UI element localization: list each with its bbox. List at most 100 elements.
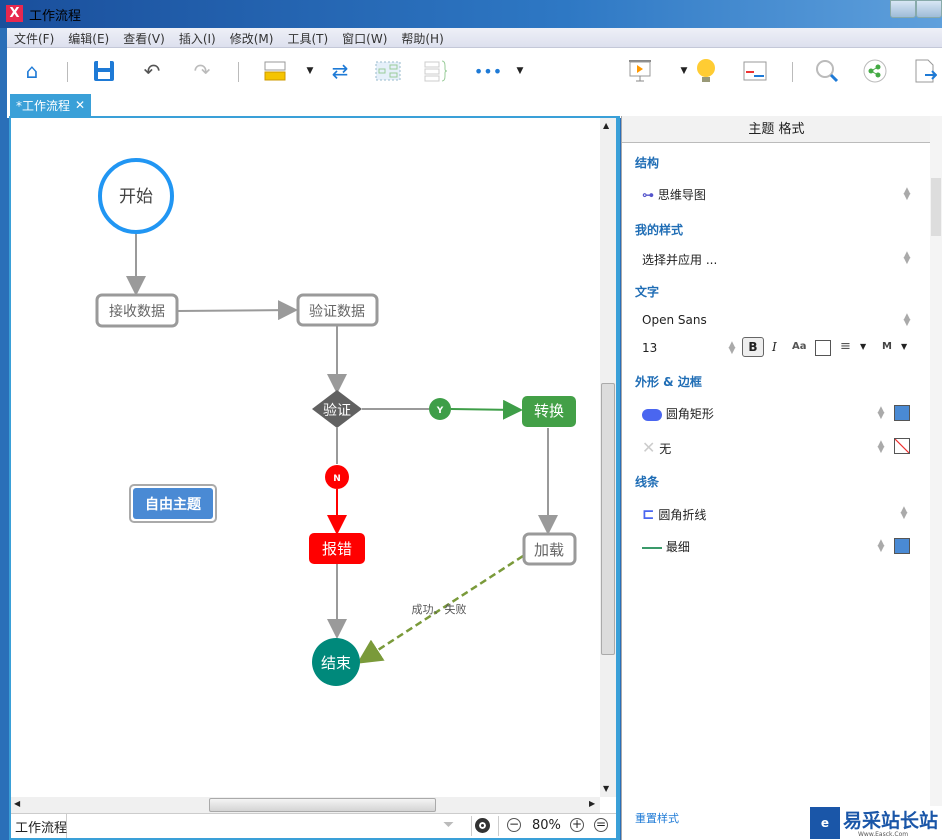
edge-label[interactable]: 成功、失败 [412, 602, 467, 616]
text-color-swatch[interactable] [815, 340, 831, 356]
fill-color-swatch[interactable] [894, 405, 910, 421]
line-width-select[interactable]: 最细 [642, 538, 690, 555]
topic-end[interactable]: 结束 [312, 638, 360, 686]
mindmap-icon: ⊶ [642, 188, 654, 202]
minimize-button[interactable] [890, 0, 916, 18]
line-color-swatch[interactable] [894, 538, 910, 554]
topic-start[interactable]: 开始 [98, 158, 174, 234]
scroll-down-icon[interactable]: ▼ [603, 784, 610, 793]
more-icon[interactable]: ••• [473, 61, 503, 81]
menu-window[interactable]: 窗口(W) [342, 32, 388, 46]
font-select[interactable]: Open Sans [642, 313, 707, 327]
font-size-spinner-icon[interactable]: ▲▼ [728, 340, 736, 356]
topic-error[interactable]: 报错 [309, 533, 365, 564]
rounded-rect-icon [642, 408, 662, 421]
presentation-dropdown-icon[interactable]: ▼ [680, 66, 688, 76]
menu-modify[interactable]: 修改(M) [229, 32, 274, 46]
presentation-icon[interactable] [625, 56, 655, 86]
weight-dropdown-icon[interactable]: ▼ [901, 342, 908, 351]
menu-help[interactable]: 帮助(H) [401, 32, 444, 46]
topic-dropdown-icon[interactable]: ▼ [306, 66, 314, 76]
fit-icon[interactable]: = [594, 817, 608, 832]
topic-label: 验证 [323, 403, 351, 419]
border-spinner-icon[interactable]: ▲▼ [877, 439, 885, 455]
line-style-select[interactable]: ⊏ 圆角折线 [642, 505, 706, 523]
zoom-in-icon[interactable]: + [570, 817, 584, 832]
label-yes[interactable]: Y [429, 398, 451, 420]
undo-icon[interactable]: ↶ [143, 59, 161, 83]
thin-line-icon [642, 546, 662, 549]
save-icon[interactable] [89, 56, 119, 86]
summary-icon[interactable] [421, 56, 451, 86]
sheet-tab[interactable]: 工作流程 [11, 814, 67, 838]
topic-label: 开始 [119, 187, 153, 207]
border-color-swatch[interactable] [894, 438, 910, 454]
menu-edit[interactable]: 编辑(E) [68, 32, 110, 46]
horizontal-scrollbar[interactable]: ◀ ▶ [11, 797, 600, 813]
redo-icon[interactable]: ↷ [193, 59, 211, 83]
align-icon[interactable]: ≡ [840, 339, 851, 354]
topic-icon[interactable] [260, 56, 290, 86]
line-width-spinner-icon[interactable]: ▲▼ [877, 538, 885, 554]
tab-workflow[interactable]: *工作流程✕ [10, 94, 92, 116]
structure-spinner-icon[interactable]: ▲▼ [903, 186, 911, 202]
line-style-value: 圆角折线 [658, 508, 707, 522]
topic-verify-decision[interactable]: 验证 [312, 390, 362, 428]
font-spinner-icon[interactable]: ▲▼ [903, 312, 911, 328]
eye-icon[interactable] [475, 818, 490, 833]
align-dropdown-icon[interactable]: ▼ [860, 342, 867, 351]
scroll-thumb[interactable] [601, 383, 615, 655]
topic-receive-data[interactable]: 接收数据 [95, 293, 179, 328]
reset-style-link[interactable]: 重置样式 [635, 812, 679, 825]
menu-insert[interactable]: 插入(I) [178, 32, 216, 46]
notes-icon[interactable] [740, 56, 770, 86]
share-icon[interactable] [860, 56, 890, 86]
menu-tools[interactable]: 工具(T) [287, 32, 329, 46]
export-icon[interactable] [910, 56, 940, 86]
divider [792, 62, 793, 82]
text-case-button[interactable]: Aa [792, 341, 807, 352]
topic-verify-data[interactable]: 验证数据 [296, 293, 379, 327]
menu-bar: 文件(F) 编辑(E) 查看(V) 插入(I) 修改(M) 工具(T) 窗口(W… [7, 28, 942, 48]
mystyle-spinner-icon[interactable]: ▲▼ [903, 250, 911, 266]
font-size-input[interactable]: 13 [642, 341, 658, 355]
boundary-icon[interactable] [373, 56, 403, 86]
panel-scrollbar[interactable] [930, 116, 942, 840]
border-select[interactable]: ✕ 无 [642, 438, 671, 457]
topic-load[interactable]: 加载 [522, 532, 577, 566]
menu-view[interactable]: 查看(V) [123, 32, 165, 46]
scroll-thumb[interactable] [931, 178, 941, 236]
label-no[interactable]: N [325, 465, 349, 489]
structure-heading: 结构 [635, 156, 660, 170]
scroll-right-icon[interactable]: ▶ [589, 799, 596, 808]
no-label: N [333, 474, 341, 484]
topic-label: 转换 [534, 402, 564, 420]
more-dropdown-icon[interactable]: ▼ [516, 66, 524, 76]
weight-select[interactable]: M [882, 341, 892, 352]
scroll-up-icon[interactable]: ▲ [603, 121, 610, 130]
relationship-icon[interactable]: ⇄ [331, 59, 349, 83]
filter-icon[interactable]: ⏷ [443, 817, 455, 833]
line-style-spinner-icon[interactable]: ▲▼ [900, 505, 908, 521]
bold-button[interactable]: B [742, 337, 764, 357]
menu-file[interactable]: 文件(F) [14, 32, 55, 46]
zoom-out-icon[interactable]: − [507, 817, 521, 832]
scroll-left-icon[interactable]: ◀ [14, 799, 21, 808]
topic-convert[interactable]: 转换 [522, 396, 576, 427]
close-tab-icon[interactable]: ✕ [75, 98, 86, 112]
mystyle-select[interactable]: 选择并应用 ... [642, 253, 718, 267]
idea-icon[interactable] [691, 56, 721, 86]
home-icon[interactable]: ⌂ [25, 59, 39, 83]
zoom-level: 80% [532, 818, 561, 833]
italic-button[interactable]: I [772, 340, 777, 354]
shape-select[interactable]: 圆角矩形 [642, 405, 714, 422]
scroll-thumb[interactable] [209, 798, 436, 812]
vertical-scrollbar[interactable]: ▲ ▼ [600, 118, 616, 797]
maximize-button[interactable] [916, 0, 942, 18]
shape-spinner-icon[interactable]: ▲▼ [877, 405, 885, 421]
search-icon[interactable] [812, 56, 842, 86]
structure-select[interactable]: ⊶ 思维导图 [642, 186, 897, 203]
format-panel: 主题 格式 结构 ⊶ 思维导图 ▲▼ 我的样式 选择并应用 ... ▲▼ 文字 … [621, 116, 931, 840]
diagram-canvas[interactable]: 开始 接收数据 验证数据 验证 Y 转换 N 报错 加载 成功、失败 结束 自由… [11, 118, 616, 813]
floating-topic[interactable]: 自由主题 [129, 484, 217, 523]
